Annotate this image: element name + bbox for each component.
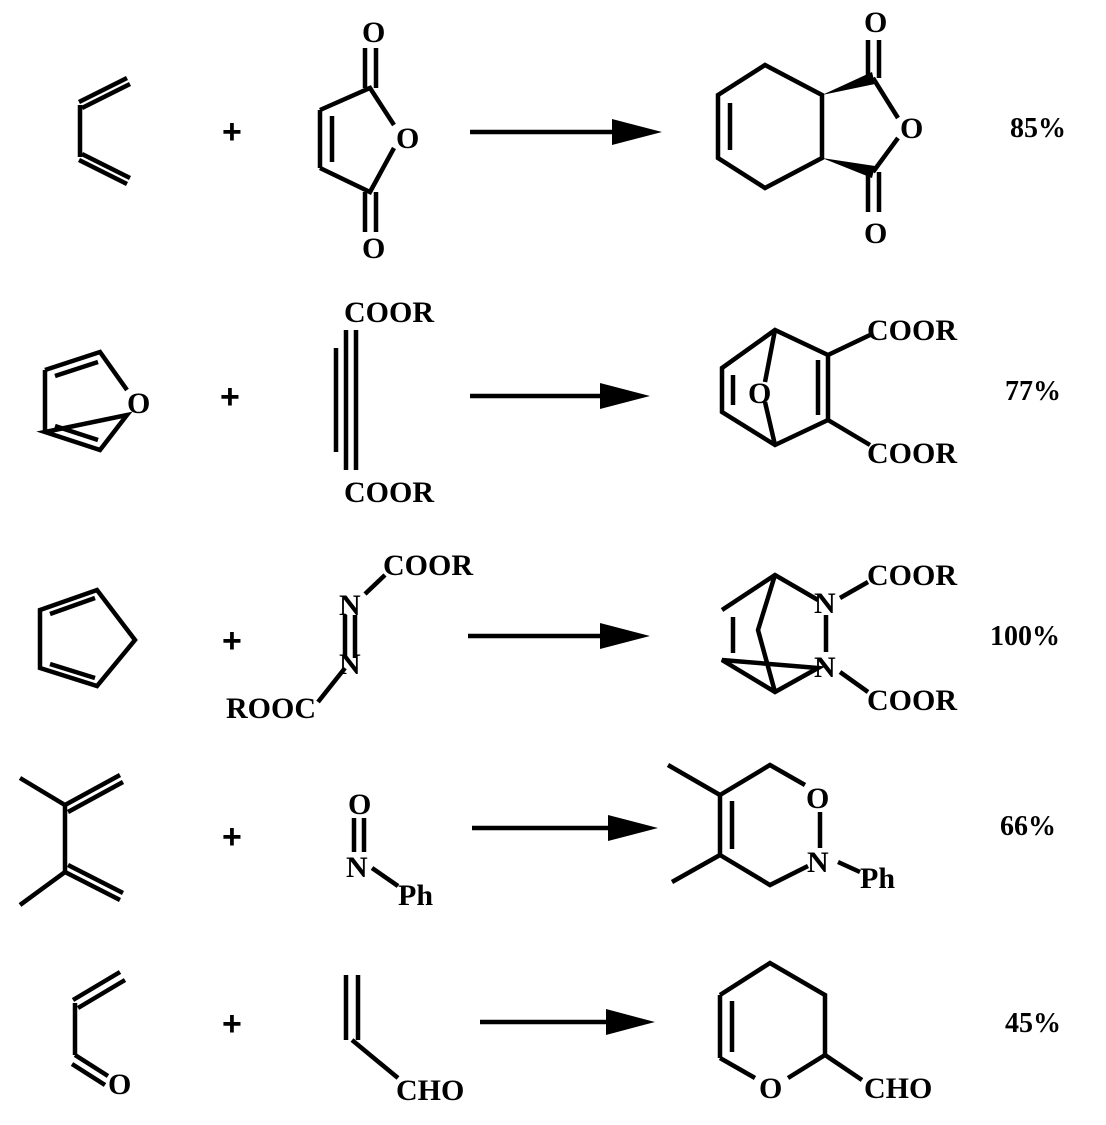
reaction-5-diene-acrolein: O	[70, 970, 131, 1101]
reaction-1-product-carbonyl-o-top: O	[864, 6, 887, 39]
reaction-4-dienophile-n: N	[346, 851, 368, 884]
reaction-3-yield: 100%	[990, 621, 1060, 652]
reaction-1-arrow	[470, 119, 662, 145]
reaction-5-product-dihydropyran: O CHO	[717, 960, 932, 1105]
reaction-5-arrow	[480, 1009, 655, 1035]
reaction-3-product-ester-top: COOR	[867, 559, 957, 592]
reaction-1-product-ring-o: O	[900, 112, 923, 145]
reaction-1-diene-butadiene	[77, 75, 132, 187]
reaction-1-product-anhydride: O O O	[715, 6, 923, 250]
reaction-5: O + CHO O CHO 45%	[70, 960, 1061, 1107]
reaction-1-product-carbonyl-o-bottom: O	[864, 217, 887, 250]
reaction-3-arrow	[468, 623, 650, 649]
reaction-3-product-n-bottom: N	[814, 651, 836, 684]
reaction-3-dienophile-azodicarboxylate: COOR N N ROOC	[226, 549, 473, 725]
reaction-4-product-o: O	[806, 782, 829, 815]
reaction-3-product-ester-bottom: COOR	[867, 684, 957, 717]
reaction-1-dienophile-carbonyl-o-top: O	[362, 16, 385, 49]
reaction-4-arrow	[472, 815, 658, 841]
reaction-4-product-ph: Ph	[860, 862, 895, 895]
reaction-3-diene-cyclopentadiene	[37, 587, 138, 689]
reaction-2-yield: 77%	[1005, 376, 1061, 407]
reaction-2-diene-ring-o: O	[127, 387, 150, 420]
reaction-4-product-oxazine: O N Ph	[666, 762, 895, 895]
reaction-4-dienophile-nitrosobenzene: O N Ph	[346, 788, 433, 912]
reaction-1-yield: 85%	[1010, 113, 1066, 144]
reaction-5-dienophile-acrolein: CHO	[343, 975, 464, 1107]
reaction-3-dienophile-ester-top: COOR	[383, 549, 473, 582]
reaction-1-dienophile-ring-o: O	[396, 122, 419, 155]
reaction-1: + O O O O O O 85%	[77, 6, 1066, 265]
reaction-1-dienophile-carbonyl-o-bottom: O	[362, 232, 385, 265]
reaction-2-dienophile-alkyne-diester: COOR COOR	[333, 296, 434, 509]
reaction-5-plus-sign: +	[222, 1005, 242, 1043]
reaction-5-diene-o: O	[108, 1068, 131, 1101]
reaction-3-dienophile-n-top: N	[339, 589, 361, 622]
reaction-2-diene-furan: O	[36, 349, 150, 453]
reaction-4-product-n: N	[807, 846, 829, 879]
reaction-4-plus-sign: +	[222, 818, 242, 856]
reaction-4: + O N Ph O N Ph 66%	[18, 762, 1056, 912]
reaction-5-product-ring-o: O	[759, 1072, 782, 1105]
reaction-2-arrow	[470, 383, 650, 409]
reaction-4-dienophile-o: O	[348, 788, 371, 821]
reaction-3-dienophile-n-bottom: N	[339, 648, 361, 681]
reaction-2-product-ester-top: COOR	[867, 314, 957, 347]
reaction-5-dienophile-cho: CHO	[396, 1074, 464, 1107]
reaction-4-yield: 66%	[1000, 811, 1056, 842]
reaction-2: O + COOR COOR O COOR COOR 77%	[36, 296, 1061, 509]
reaction-3-product-diazabicycle: N N COOR COOR	[720, 559, 957, 717]
reaction-2-product-ester-bottom: COOR	[867, 437, 957, 470]
reaction-1-plus-sign: +	[222, 113, 242, 151]
reaction-2-dienophile-ester-bottom: COOR	[344, 476, 434, 509]
reaction-5-product-cho: CHO	[864, 1072, 932, 1105]
reaction-1-dienophile-maleic-anhydride: O O O	[317, 16, 419, 265]
reaction-4-dienophile-ph: Ph	[398, 879, 433, 912]
reaction-2-product-bridge-o: O	[748, 377, 771, 410]
reaction-3: + COOR N N ROOC N N COOR COOR 100%	[37, 549, 1060, 725]
reaction-2-product-oxanorbornadiene: O COOR COOR	[719, 314, 957, 470]
reaction-4-diene-dimethylbutadiene	[18, 773, 125, 907]
reaction-3-dienophile-ester-bottom: ROOC	[226, 692, 316, 725]
reaction-2-dienophile-ester-top: COOR	[344, 296, 434, 329]
reaction-3-plus-sign: +	[222, 622, 242, 660]
reaction-3-product-n-top: N	[814, 587, 836, 620]
reaction-2-plus-sign: +	[220, 378, 240, 416]
reaction-5-yield: 45%	[1005, 1008, 1061, 1039]
